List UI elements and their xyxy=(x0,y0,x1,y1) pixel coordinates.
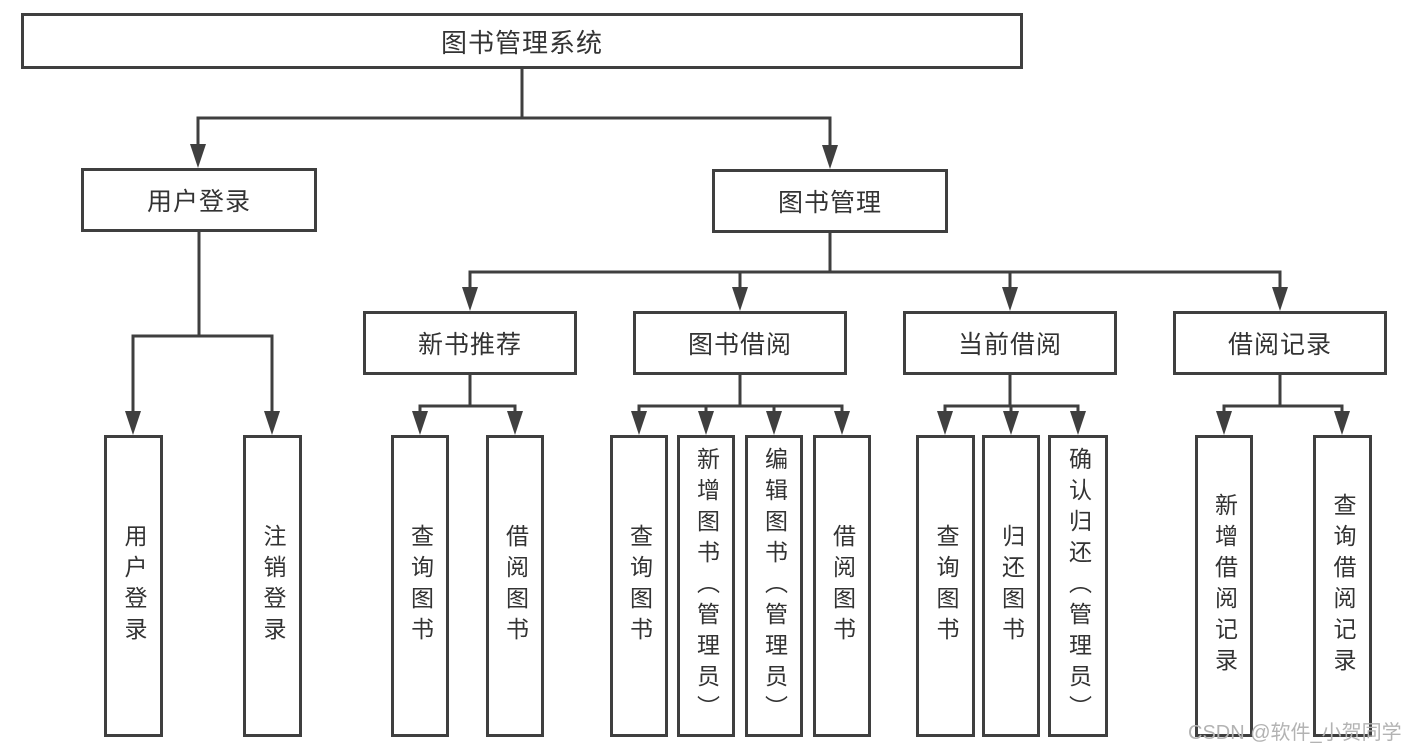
leaf-confirm-return-admin: 确认归还（管理员） xyxy=(1048,435,1108,737)
leaf-return-books: 归还图书 xyxy=(982,435,1040,737)
leaf-borrow-books-recommend: 借阅图书 xyxy=(486,435,544,737)
node-label: 图书管理 xyxy=(777,189,882,217)
node-library-management-system: 图书管理系统 xyxy=(21,13,1023,69)
leaf-label: 用户登录 xyxy=(121,524,147,648)
leaf-label: 借阅图书 xyxy=(829,524,856,648)
node-user-login-branch: 用户登录 xyxy=(81,168,317,232)
leaf-add-borrow-record: 新增借阅记录 xyxy=(1195,435,1253,737)
node-borrowing-records: 借阅记录 xyxy=(1173,311,1387,375)
node-label: 用户登录 xyxy=(146,188,251,216)
leaf-label: 查询图书 xyxy=(933,524,959,648)
leaf-user-login: 用户登录 xyxy=(104,435,163,737)
leaf-label: 注销登录 xyxy=(260,524,286,648)
leaf-label: 编辑图书（管理员） xyxy=(761,446,788,726)
leaf-label: 查询图书 xyxy=(407,524,434,648)
leaf-label: 借阅图书 xyxy=(502,524,529,648)
leaf-borrow-books: 借阅图书 xyxy=(813,435,871,737)
node-label: 借阅记录 xyxy=(1227,331,1332,359)
leaf-label: 新增借阅记录 xyxy=(1211,493,1238,679)
leaf-query-books-current: 查询图书 xyxy=(916,435,975,737)
csdn-watermark: CSDN @软件_小贺同学 xyxy=(1188,722,1402,744)
node-label: 图书管理系统 xyxy=(440,27,603,58)
leaf-query-books-borrow: 查询图书 xyxy=(610,435,668,737)
node-book-management-branch: 图书管理 xyxy=(712,169,948,233)
node-label: 图书借阅 xyxy=(687,331,792,359)
leaf-label: 查询图书 xyxy=(626,524,653,648)
leaf-query-borrow-record: 查询借阅记录 xyxy=(1313,435,1372,737)
leaf-add-books-admin: 新增图书（管理员） xyxy=(677,435,735,737)
node-current-borrowing: 当前借阅 xyxy=(903,311,1117,375)
leaf-label: 归还图书 xyxy=(998,524,1025,648)
leaf-edit-books-admin: 编辑图书（管理员） xyxy=(745,435,803,737)
leaf-label: 查询借阅记录 xyxy=(1330,493,1356,679)
leaf-label: 确认归还（管理员） xyxy=(1065,446,1092,726)
node-new-book-recommend: 新书推荐 xyxy=(363,311,577,375)
leaf-query-books-recommend: 查询图书 xyxy=(391,435,449,737)
node-book-borrowing: 图书借阅 xyxy=(633,311,847,375)
leaf-logout: 注销登录 xyxy=(243,435,302,737)
leaf-label: 新增图书（管理员） xyxy=(693,446,720,726)
node-label: 新书推荐 xyxy=(417,331,522,359)
node-label: 当前借阅 xyxy=(957,331,1062,359)
